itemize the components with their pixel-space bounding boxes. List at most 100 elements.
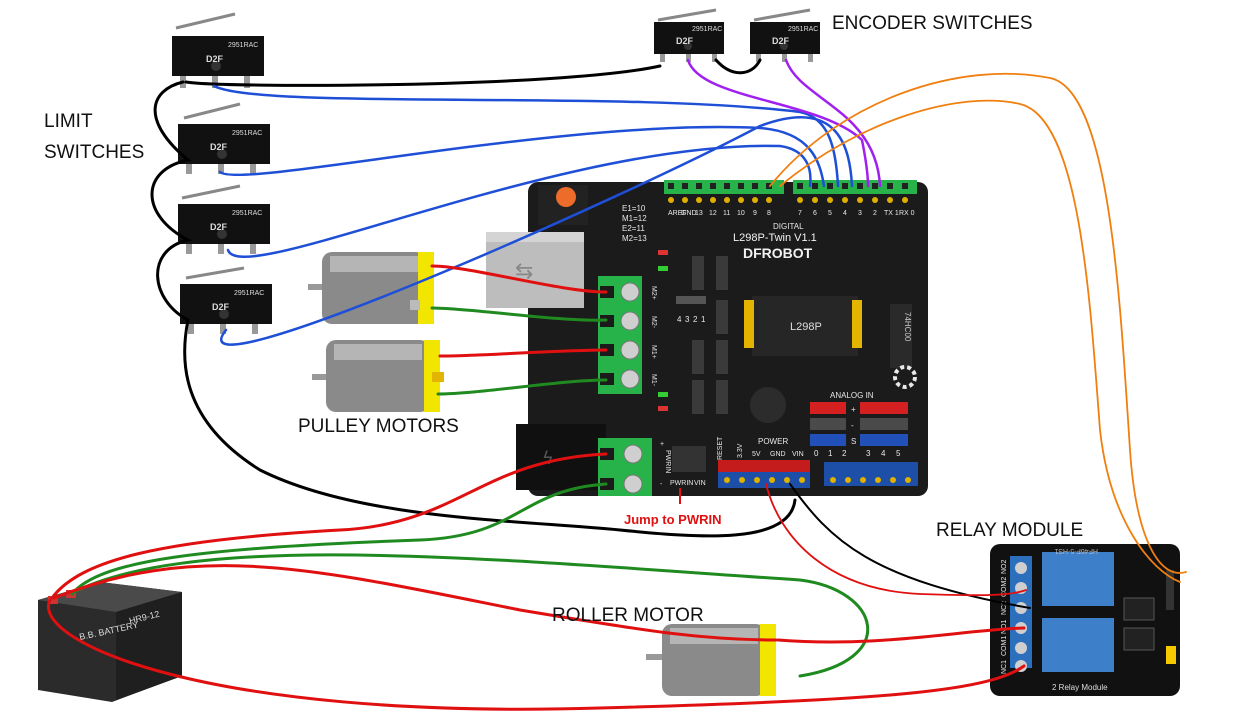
- label-roller-motor: ROLLER MOTOR: [552, 605, 704, 626]
- red-wire-pulley-motor-1: [430, 264, 608, 294]
- analog-header: [824, 462, 918, 486]
- label-relay-module: RELAY MODULE: [936, 520, 1083, 541]
- dpin-4: 4: [843, 210, 847, 217]
- l298p-label: L298P: [790, 321, 822, 333]
- dpin-9: 9: [753, 210, 757, 217]
- power-pin-5v: 5V: [752, 451, 761, 458]
- digital-label: DIGITAL: [773, 222, 804, 231]
- pin-map-m1: M1=12: [622, 214, 647, 223]
- dpin-3: 3: [858, 210, 862, 217]
- orange-wire-relay-2: [779, 99, 1181, 583]
- encoder-switch-1: 2951RAC D2F: [654, 8, 724, 62]
- power-jumper: [672, 446, 706, 472]
- label-jump-to-pwrin: Jump to PWRIN: [624, 512, 722, 527]
- motor-terminal-block: [598, 276, 642, 394]
- power-pin-gnd: GND: [770, 451, 786, 458]
- dpin-gnd: GND: [681, 210, 697, 217]
- power-header-red: [718, 460, 810, 472]
- dpin-10: 10: [737, 210, 745, 217]
- pin-map-e2: E2=11: [622, 224, 645, 233]
- motor-number-4: 4: [677, 315, 682, 324]
- limit-switch-2: 2951RAC D2F: [178, 102, 270, 174]
- terminal-m1-plus: M1+: [650, 345, 657, 359]
- wires: [47, 58, 1187, 711]
- purple-wire-encoder-2: [784, 58, 882, 188]
- jumper-label-vin: VIN: [694, 480, 706, 487]
- relay-terminal-nc2: NC2: [1001, 601, 1008, 615]
- blue-wire-switch-4: [220, 116, 854, 346]
- switch-model: 2951RAC: [232, 210, 262, 217]
- switch-model: 2951RAC: [228, 42, 258, 49]
- black-wire-limit-chain: [150, 80, 797, 538]
- analog-pin-1: 1: [828, 449, 833, 458]
- svg-text:⇆: ⇆: [515, 259, 533, 284]
- usb-connector: [486, 232, 584, 308]
- limit-switch-4: 2951RAC D2F: [180, 266, 272, 334]
- motor-number-3: 3: [685, 315, 690, 324]
- red-wire-battery-plus: [50, 452, 608, 600]
- red-wire-roller-relay: [776, 626, 1026, 644]
- power-terminal-pwrin: PWRIN: [664, 450, 671, 473]
- dpin-aref: AREF: [668, 210, 687, 217]
- pulley-motor-2: [312, 340, 444, 412]
- relay-terminal-no1: NO1: [1001, 620, 1008, 635]
- logic-chip: [890, 304, 912, 368]
- terminal-m2-plus: M2+: [650, 286, 657, 300]
- power-header: [718, 472, 810, 488]
- switch-model: 2951RAC: [232, 130, 262, 137]
- analog-row-plus: +: [851, 405, 856, 414]
- red-wire-pulley-motor-2: [438, 348, 608, 358]
- limit-switch-1: 2951RAC D2F: [172, 12, 264, 88]
- jumper-label-pwrin: PWRIN: [670, 480, 693, 487]
- red-wire-5v-relay: [765, 483, 1027, 597]
- analog-title: ANALOG IN: [830, 391, 874, 400]
- label-limit-switches-line2: SWITCHES: [44, 142, 144, 163]
- purple-wire-encoder-1: [686, 58, 870, 188]
- analog-pin-2: 2: [842, 449, 847, 458]
- label-pulley-motors: PULLEY MOTORS: [298, 416, 459, 437]
- power-terminal-block: [598, 438, 652, 496]
- power-pin-reset: RESET: [717, 436, 724, 460]
- power-pin-vin: VIN: [792, 451, 804, 458]
- dpin-2: 2: [873, 210, 877, 217]
- pin-map-m2: M2=13: [622, 234, 647, 243]
- dpin-6: 6: [813, 210, 817, 217]
- switch-type: D2F: [210, 222, 228, 232]
- roller-motor: [646, 624, 776, 696]
- analog-pin-3: 3: [866, 449, 871, 458]
- relay-name: 2 Relay Module: [1052, 683, 1108, 692]
- power-title: POWER: [758, 437, 788, 446]
- black-wire-relay: [789, 483, 1031, 609]
- green-wire-battery-minus: [70, 482, 608, 596]
- switch-type: D2F: [206, 54, 224, 64]
- dc-jack: [516, 424, 606, 490]
- switch-model: 2951RAC: [692, 26, 722, 33]
- analog-pin-4: 4: [881, 449, 886, 458]
- board-brand: DFROBOT: [743, 245, 813, 261]
- dpin-8: 8: [767, 210, 771, 217]
- power-terminal-minus: -: [660, 481, 663, 488]
- analog-row-minus: -: [851, 421, 854, 430]
- analog-pin-5: 5: [896, 449, 901, 458]
- limit-switch-3: 2951RAC D2F: [178, 184, 270, 254]
- motor-shield-board: ⇆ ϟ E1=10 M1=12 E2=11 M2=13 AREF GND 13 …: [486, 180, 928, 496]
- switch-type: D2F: [212, 302, 230, 312]
- relay-top-code: HF46F-5-HS1: [1054, 547, 1098, 554]
- black-wire-encoder-link: [714, 58, 762, 75]
- switch-type: D2F: [676, 36, 694, 46]
- red-wire-battery-roller: [52, 564, 778, 642]
- dpin-5: 5: [828, 210, 832, 217]
- red-wire-battery-relay: [47, 598, 1026, 711]
- dpin-13: 13: [695, 210, 703, 217]
- dpin-tx: TX 1: [884, 210, 899, 217]
- relay-terminal-no2: NO2: [1001, 560, 1008, 575]
- dpin-rx: RX 0: [899, 210, 915, 217]
- board-model: L298P-Twin V1.1: [733, 232, 817, 244]
- blue-wire-switch-1: [212, 84, 840, 188]
- pulley-motor-1: [308, 252, 434, 324]
- pin-map-e1: E1=10: [622, 204, 646, 213]
- switch-type: D2F: [210, 142, 228, 152]
- relay-terminal-nc1: NC1: [1001, 660, 1008, 674]
- encoder-switch-2: 2951RAC D2F: [750, 8, 820, 62]
